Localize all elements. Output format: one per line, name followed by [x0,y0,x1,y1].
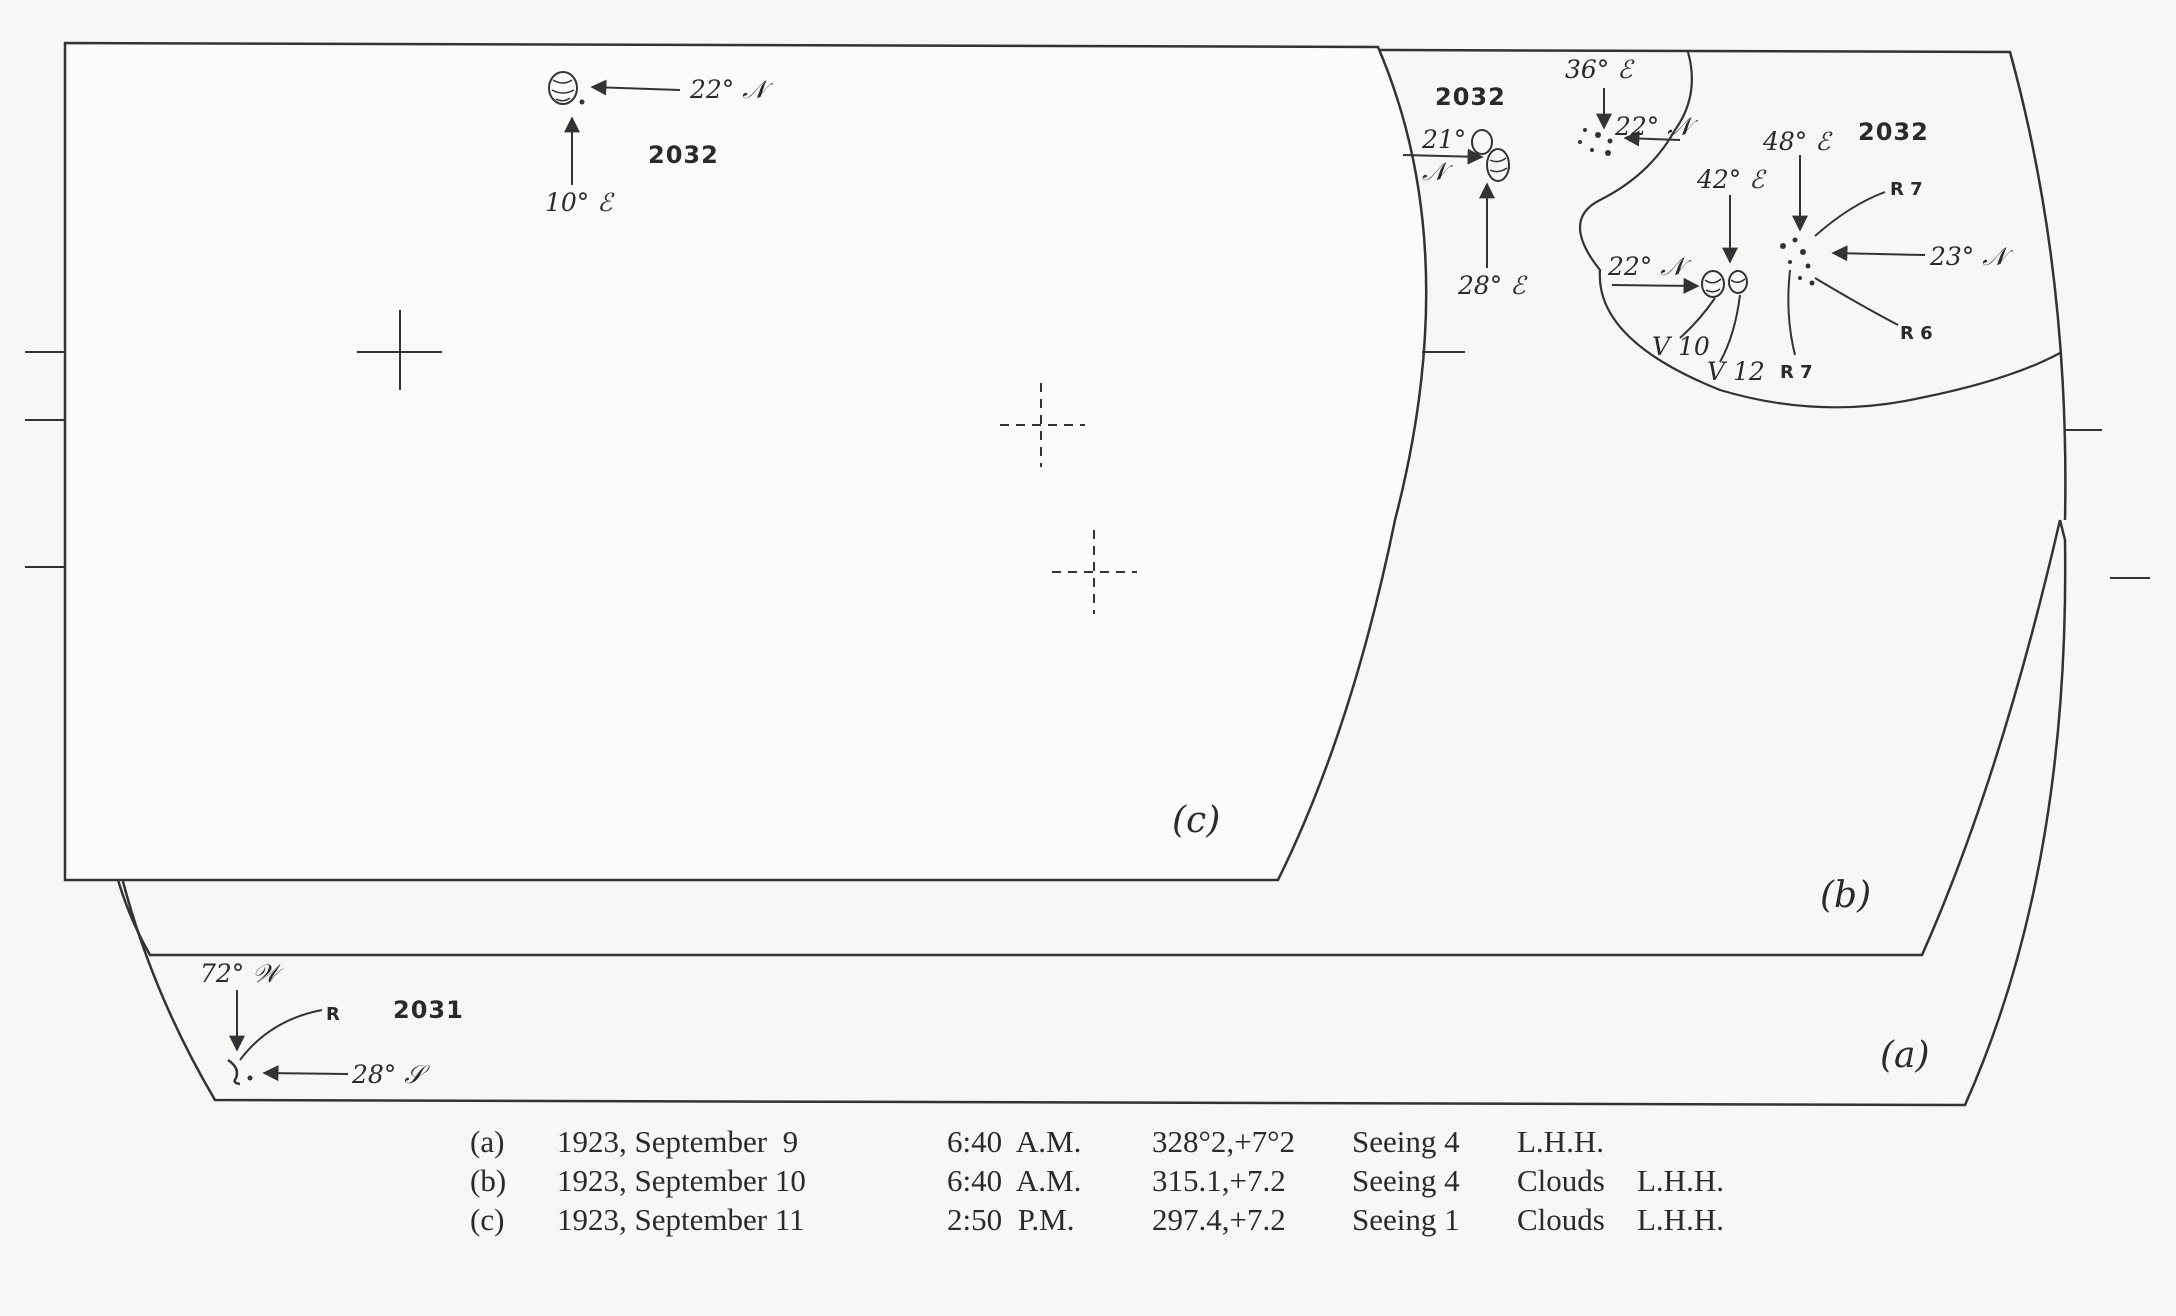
pointer-line [1787,269,1796,356]
b-lat-22-top: 22° 𝒩 [1614,112,1698,141]
b-lon-36: 36° ℰ [1565,55,1635,84]
arrow [590,79,681,96]
b-lon-28: 28° ℰ [1457,271,1528,300]
dashed-cross [1000,383,1085,467]
small-spots [1578,128,1613,156]
pointer-line [1679,297,1716,339]
caption-date: 1923, September 10 [557,1163,806,1198]
panel-b-label: (b) [1820,875,1871,916]
a-group-number: 2031 [393,996,464,1024]
b-lon-48: 48° ℰ [1762,127,1833,156]
arrow [262,1065,349,1082]
center-cross [357,310,442,390]
caption-row-a: (a) 1923, September 9 6:40 A.M. 328°2,+7… [470,1122,1724,1161]
b-lon-42: 42° ℰ [1696,165,1767,194]
arrow [1831,245,1926,262]
caption-clouds: Clouds [1517,1202,1605,1237]
panel-a-outline [118,519,2067,1107]
caption-date: 1923, September 9 [557,1124,799,1159]
b-lat-23: 23° 𝒩 [1929,242,2013,271]
caption-row-b: (b) 1923, September 10 6:40 A.M. 315.1,+… [470,1161,1724,1200]
caption-time: 6:40 A.M. [947,1124,1082,1159]
b-lat-21-n: 𝒩 [1422,157,1453,186]
dashed-cross [1052,530,1137,614]
caption-observer: L.H.H. [1517,1124,1604,1159]
sunspot-2032-c [548,71,585,105]
sunspot-r-group [1780,237,1815,286]
b-v10-label: V 10 [1652,332,1710,361]
caption-time: 6:40 A.M. [947,1163,1082,1198]
sunspot-v10 [1701,270,1725,298]
caption-coords: 328°2,+7°2 [1152,1124,1296,1159]
panel-c-outline [63,41,1428,882]
b-lat-21: 21° [1421,125,1466,154]
caption-id: (a) [470,1124,505,1159]
caption-date: 1923, September 11 [557,1202,805,1237]
c-lat-label: 22° 𝒩 [689,75,773,104]
caption-seeing: Seeing 1 [1352,1202,1460,1237]
caption-coords: 315.1,+7.2 [1152,1163,1286,1198]
b-v12-label: V 12 [1707,357,1765,386]
b-r7-bottom: R 7 [1780,362,1813,383]
caption-id: (c) [470,1202,505,1237]
cloud-boundary-right [2059,352,2063,361]
arrow [1611,277,1700,294]
sunspot-v12 [1728,270,1748,294]
caption-row-c: (c) 1923, September 11 2:50 P.M. 297.4,+… [470,1200,1724,1239]
pointer-line [1814,191,1886,237]
sunspot-2032-b-left [1471,129,1510,182]
c-lon-label: 10° ℰ [545,188,615,217]
b-group-number-left: 2032 [1435,83,1506,111]
b-lat-22-low: 22° 𝒩 [1607,252,1691,281]
b-r7-top: R 7 [1890,179,1923,200]
caption-seeing: Seeing 4 [1352,1124,1460,1159]
pointer-line [239,1009,323,1061]
a-r-label: R [326,1004,340,1025]
panel-a-label: (a) [1880,1035,1930,1076]
caption-observer: L.H.H. [1637,1163,1724,1198]
panel-c-label: (c) [1172,800,1220,841]
caption-observer: L.H.H. [1637,1202,1724,1237]
b-group-number-right: 2032 [1858,118,1929,146]
a-lon-72w: 72° 𝒲 [200,959,284,988]
caption-id: (b) [470,1163,507,1198]
caption-coords: 297.4,+7.2 [1152,1202,1286,1237]
arrow [1402,148,1484,165]
caption-clouds: Clouds [1517,1163,1605,1198]
a-lat-28s: 28° 𝒮 [351,1060,430,1089]
pointer-line [1814,277,1899,326]
figure-caption: (a) 1923, September 9 6:40 A.M. 328°2,+7… [470,1122,1724,1239]
panel-b-outline [116,48,2067,957]
b-r6: R 6 [1900,323,1933,344]
caption-time: 2:50 P.M. [947,1202,1075,1237]
sunspot-2031 [227,1058,253,1086]
arrow [1623,130,1681,147]
caption-seeing: Seeing 4 [1352,1163,1460,1198]
pointer-line [1719,294,1741,363]
c-group-number: 2032 [648,141,719,169]
